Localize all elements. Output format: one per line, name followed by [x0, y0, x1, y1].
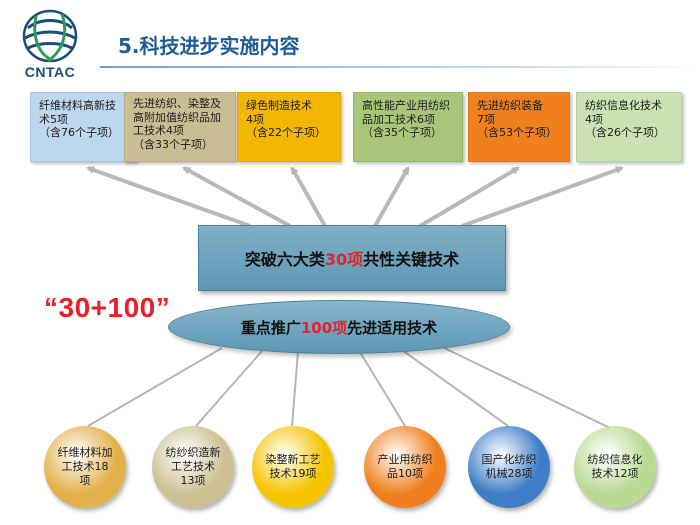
arrow-to-dyeing — [182, 166, 291, 228]
arrow-to-fiber — [86, 166, 251, 228]
category-box-textile-it: 纺织信息化技术 4项 （含26个子项） — [576, 92, 682, 162]
box-line: （含33个子项） — [133, 137, 213, 151]
line-to-circle-5 — [401, 349, 509, 427]
central-prefix: 突破六大类 — [244, 250, 325, 269]
box-line: （含35个子项） — [362, 126, 442, 139]
circle-domestic-machinery: 国产化纺织 机械28项 — [468, 426, 550, 508]
box-line: （含53个子项） — [477, 126, 557, 139]
circle-line: 纺织信息化 — [587, 453, 643, 466]
circle-line: 技术19项 — [269, 467, 317, 480]
arrow-to-green — [290, 166, 327, 227]
category-box-textile-equipment: 先进纺织装备 7项 （含53个子项） — [468, 92, 570, 162]
circle-industrial-textiles: 产业用纺织 品10项 — [364, 426, 446, 508]
circle-line: 工技术18 — [61, 460, 109, 473]
circle-line: 国产化纺织 — [481, 453, 537, 466]
category-box-fiber-materials: 纤维材料高新技 术5项 （含76个子项） — [30, 92, 136, 162]
box-line: 4项 — [585, 112, 603, 126]
line-to-circle-1 — [87, 347, 223, 427]
box-line: （含26个子项） — [585, 126, 665, 139]
logo-text: CNTAC — [24, 64, 76, 80]
arrow-to-industrial — [373, 166, 410, 227]
box-line: 4项 — [246, 112, 264, 126]
circle-dyeing-finishing: 染整新工艺 技术19项 — [252, 426, 334, 508]
arrow-to-it — [461, 166, 624, 228]
circle-line: 13项 — [180, 474, 206, 487]
globe-logo-icon — [22, 9, 78, 63]
box-line: 纤维材料高新技 — [39, 99, 116, 112]
circle-line: 纤维材料加 — [57, 446, 113, 459]
category-box-green-manufacturing: 绿色制造技术 4项 （含22个子项） — [237, 92, 341, 162]
ellipse-suffix: 先进适用技术 — [347, 318, 438, 337]
cntac-logo: CNTAC — [8, 6, 92, 80]
box-line: 纺织信息化技术 — [585, 99, 662, 112]
box-line: 高附加值纺织品加 — [133, 110, 221, 124]
slogan-30-100: “30+100” — [44, 292, 171, 323]
box-line: 先进纺织装备 — [477, 99, 543, 112]
box-line: 工技术4项 — [133, 124, 184, 137]
circle-line: 染整新工艺 — [265, 453, 321, 466]
box-line: 绿色制造技术 — [246, 99, 312, 112]
circle-line: 项 — [79, 474, 91, 487]
circle-spinning-weaving: 纺纱织造新 工艺技术 13项 — [152, 426, 234, 508]
box-line: 7项 — [477, 112, 495, 126]
line-to-circle-3 — [291, 351, 299, 427]
box-line: 品加工技术6项 — [362, 112, 435, 126]
ellipse-highlight: 100项 — [300, 318, 348, 337]
box-line: （含76个子项） — [39, 126, 119, 139]
circle-fiber-processing: 纤维材料加 工技术18 项 — [44, 426, 126, 508]
ellipse-prefix: 重点推广 — [240, 318, 301, 337]
circle-line: 品10项 — [387, 467, 423, 480]
arrow-to-equipment — [418, 166, 520, 228]
circle-textile-it: 纺织信息化 技术12项 — [574, 426, 656, 508]
title-underline — [100, 66, 700, 68]
line-to-circle-4 — [359, 351, 406, 427]
box-line: （含22个子项） — [246, 126, 326, 139]
page-title: 5.科技进步实施内容 — [118, 34, 300, 58]
category-box-industrial-textiles: 高性能产业用纺织 品加工技术6项 （含35个子项） — [353, 92, 463, 162]
circle-line: 机械28项 — [485, 467, 533, 480]
circle-line: 产业用纺织 — [377, 453, 433, 466]
circle-line: 技术12项 — [591, 467, 639, 480]
circle-line: 纺纱织造新 — [165, 446, 221, 459]
box-line: 高性能产业用纺织 — [362, 99, 450, 112]
central-suffix: 共性关键技术 — [363, 250, 460, 269]
box-line: 术5项 — [39, 112, 68, 126]
circle-line: 工艺技术 — [171, 460, 215, 473]
central-highlight: 30项 — [324, 250, 364, 269]
line-to-circle-6 — [437, 344, 611, 429]
box-line: 先进纺织、染整及 — [133, 97, 221, 110]
line-to-circle-2 — [195, 350, 263, 427]
category-box-advanced-textile: 先进纺织、染整及 高附加值纺织品加 工技术4项 （含33个子项） — [124, 92, 236, 162]
